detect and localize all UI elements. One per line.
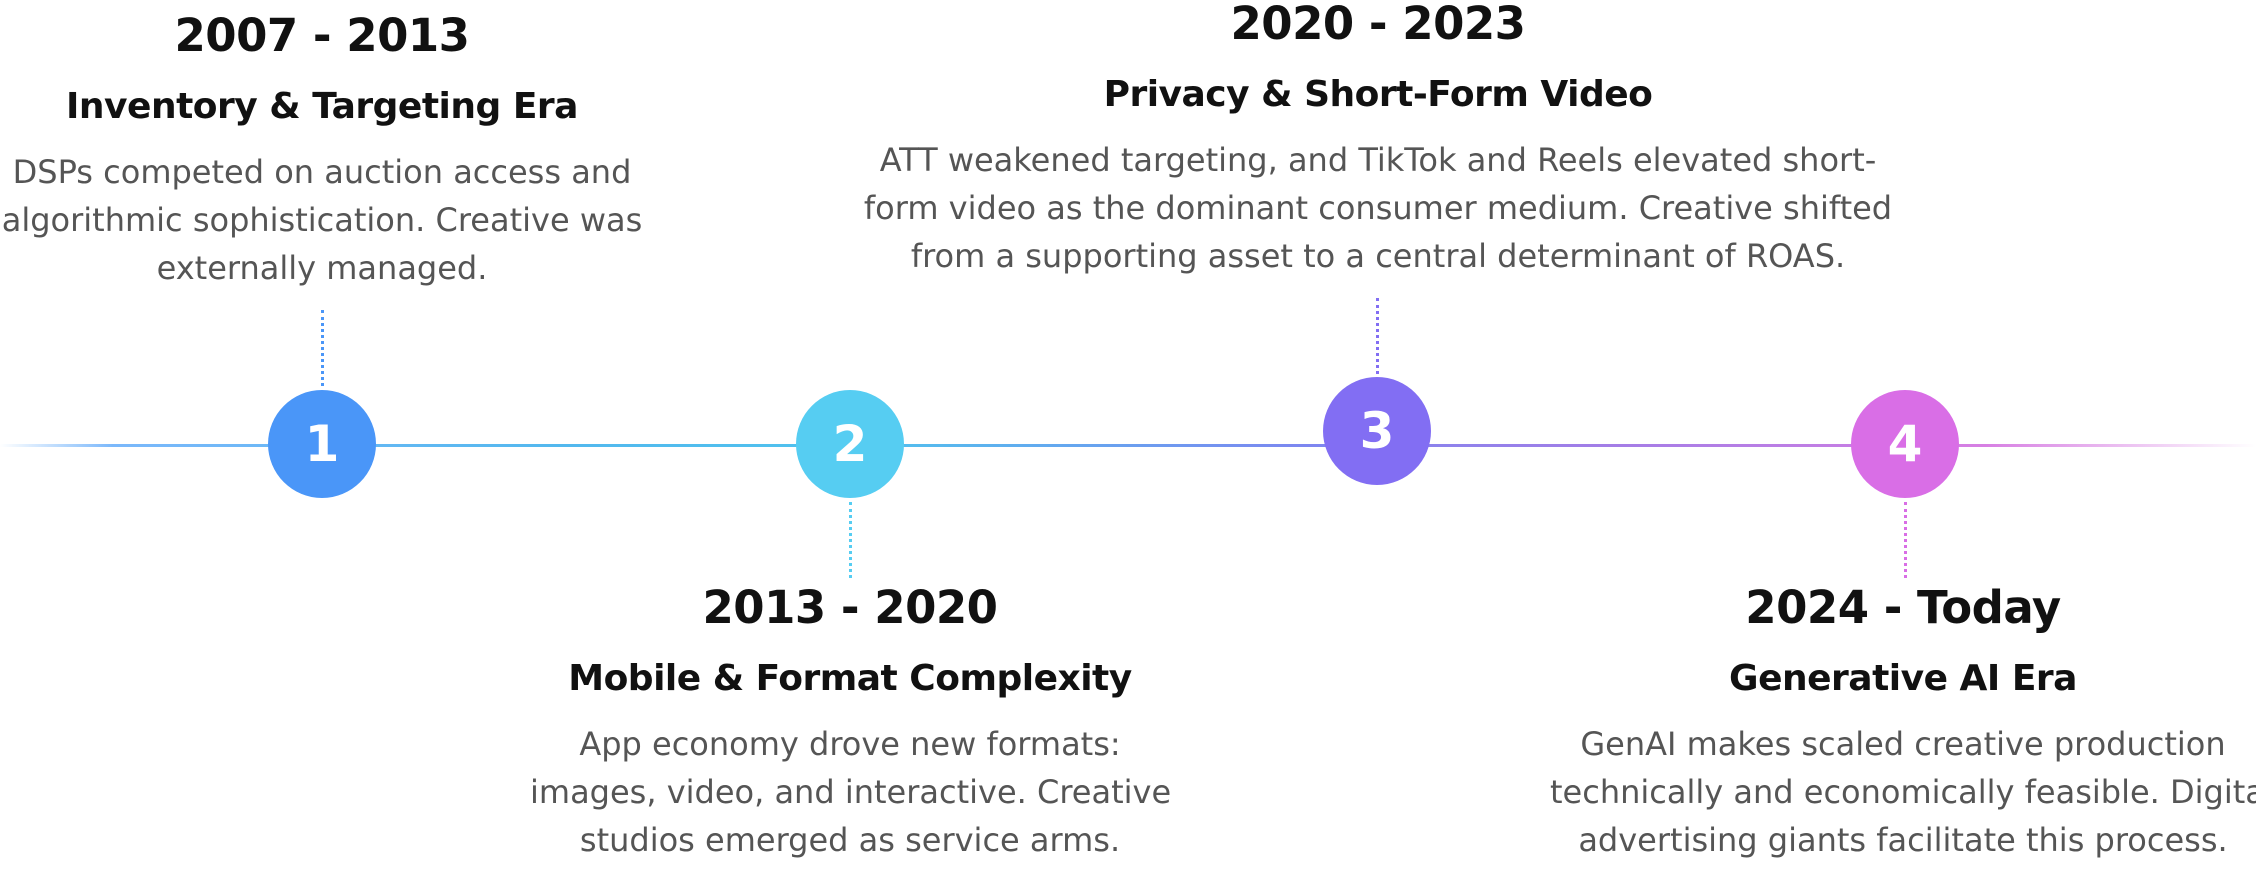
era-years: 2024 - Today: [1745, 581, 2061, 634]
era-years: 2013 - 2020: [702, 581, 999, 634]
era-description: GenAI makes scaled creative production t…: [1550, 720, 2256, 864]
era-2024-today: 2024 - Today Generative AI Era GenAI mak…: [1550, 580, 2256, 864]
era-description: App economy drove new formats: images, v…: [530, 720, 1172, 864]
era-description-line: advertising giants facilitate this proce…: [1578, 821, 2228, 859]
era-description-line: externally managed.: [156, 249, 488, 287]
era-2007-2013: 2007 - 2013 Inventory & Targeting Era DS…: [0, 8, 644, 292]
milestone-2: 2: [796, 390, 904, 498]
era-2013-2020: 2013 - 2020 Mobile & Format Complexity A…: [530, 580, 1172, 864]
era-description-line: studios emerged as service arms.: [579, 821, 1121, 859]
timeline-line: [0, 444, 2256, 447]
era-2020-2023: 2020 - 2023 Privacy & Short-Form Video A…: [855, 0, 1901, 280]
era-description-line: ATT weakened targeting, and TikTok and R…: [879, 141, 1877, 179]
era-description-line: form video as the dominant consumer medi…: [863, 189, 1893, 227]
era-years: 2020 - 2023: [1230, 0, 1527, 50]
era-description-line: GenAI makes scaled creative production: [1580, 725, 2226, 763]
era-years: 2007 - 2013: [174, 9, 471, 62]
era-description-line: algorithmic sophistication. Creative was: [1, 201, 643, 239]
era-description-line: from a supporting asset to a central det…: [910, 237, 1846, 275]
era-title: Mobile & Format Complexity: [568, 658, 1132, 699]
era-description-line: DSPs competed on auction access and: [12, 153, 632, 191]
era-description-line: App economy drove new formats:: [579, 725, 1121, 763]
milestone-3: 3: [1323, 377, 1431, 485]
connector-1: [321, 310, 324, 386]
milestone-1: 1: [268, 390, 376, 498]
connector-3: [1376, 298, 1379, 374]
era-description: DSPs competed on auction access and algo…: [0, 148, 644, 292]
era-title: Generative AI Era: [1729, 658, 2077, 699]
era-description-line: technically and economically feasible. D…: [1550, 773, 2256, 811]
era-title: Privacy & Short-Form Video: [1103, 74, 1653, 115]
connector-4: [1904, 502, 1907, 578]
milestone-4: 4: [1851, 390, 1959, 498]
era-title: Inventory & Targeting Era: [66, 86, 578, 127]
connector-2: [849, 502, 852, 578]
era-description: ATT weakened targeting, and TikTok and R…: [855, 136, 1901, 280]
era-description-line: images, video, and interactive. Creative: [530, 773, 1172, 811]
